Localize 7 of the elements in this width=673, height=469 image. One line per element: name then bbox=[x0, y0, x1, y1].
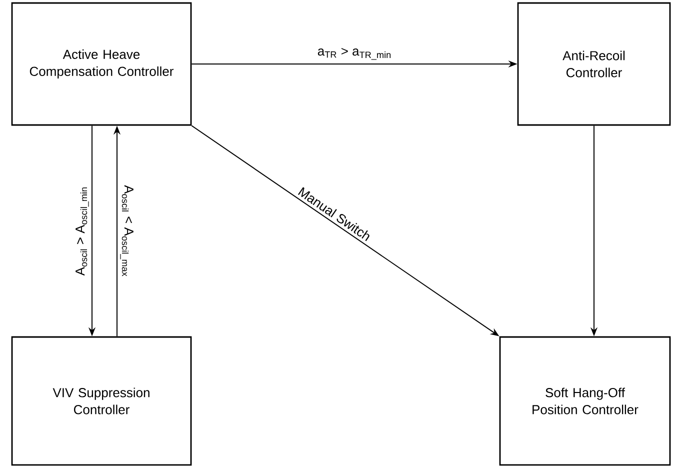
controller-box: Anti-Recoil Controller bbox=[517, 2, 671, 126]
controller-box: Active Heave Compensation Controller bbox=[11, 2, 192, 126]
edge-label: a$_{TR}$ > a$_{TR_min}$ bbox=[318, 48, 391, 60]
edge-label: A$_{oscil}$ < A$_{oscil_max}$ bbox=[120, 185, 134, 276]
controller-box: Soft Hang-Off Position Controller bbox=[499, 336, 671, 466]
controller-box: VIV Suppression Controller bbox=[11, 336, 192, 466]
edge-label: A$_{oscil}$ > A$_{oscil_min}$ bbox=[76, 187, 89, 276]
